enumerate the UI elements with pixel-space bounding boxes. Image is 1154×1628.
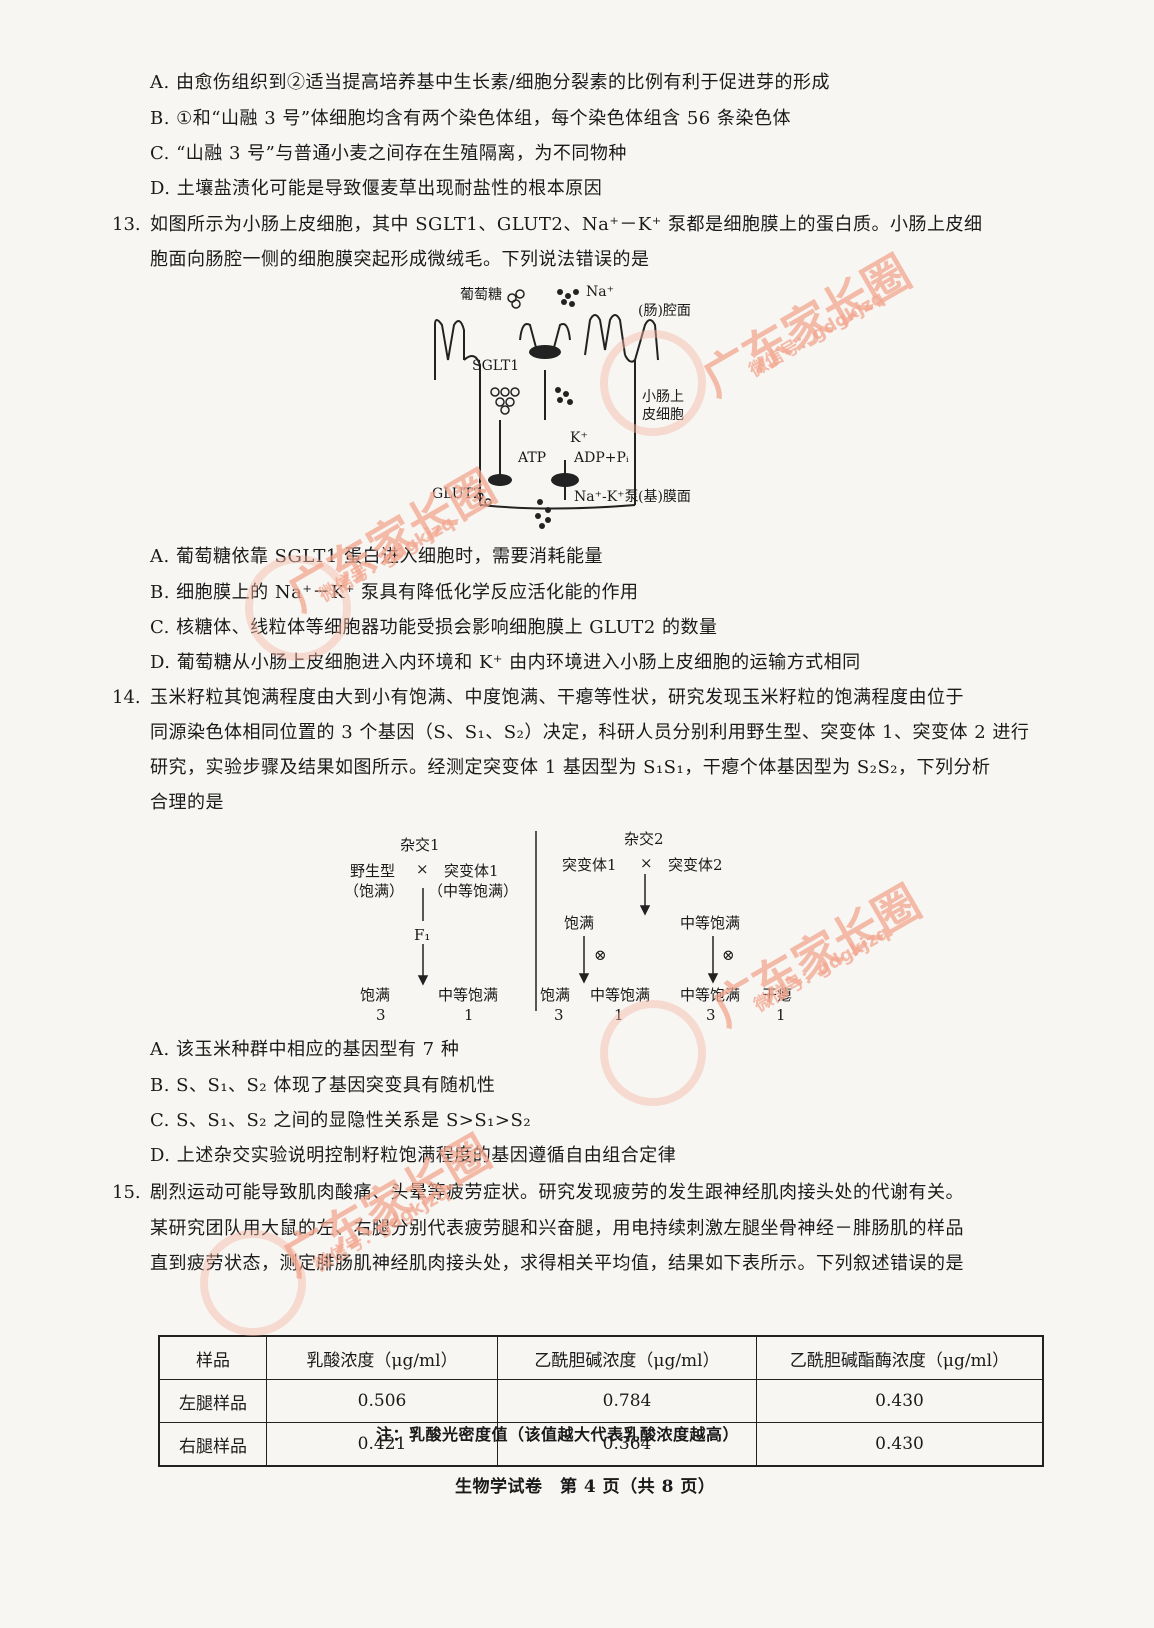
cross2-times: × <box>640 854 653 872</box>
table-cell: 左腿样品 <box>158 1379 267 1423</box>
cross2-result-medium-b: 中等饱满 <box>680 986 741 1004</box>
label-glucose: 葡萄糖 <box>460 287 502 303</box>
table-cell: 右腿样品 <box>158 1422 267 1467</box>
label-glut2: GLUT2 <box>432 486 482 502</box>
q12-option-b: B. ①和“山融 3 号”体细胞均含有两个染色体组，每个染色体组含 56 条染色… <box>150 108 791 129</box>
cross-diagram: 杂交1 杂交2 野生型 × 突变体1 （饱满） （中等饱满） F₁ 饱满 中等饱… <box>340 826 810 1026</box>
q15-number: 15. <box>112 1182 141 1203</box>
cross2-medium: 中等饱满 <box>680 914 741 932</box>
wild-type-phenotype: （饱满） <box>344 882 405 900</box>
table-header-sample: 样品 <box>158 1335 267 1380</box>
table-header-ache: 乙酰胆碱酯酶浓度（μg/ml） <box>756 1335 1044 1380</box>
q14-stem-line4: 合理的是 <box>150 792 224 813</box>
na-ions <box>535 289 579 529</box>
q14-stem-line2: 同源染色体相同位置的 3 个基因（S、S₁、S₂）决定，科研人员分别利用野生型、… <box>150 722 1030 743</box>
cross2-title: 杂交2 <box>624 830 664 848</box>
table-header-ach: 乙酰胆碱浓度（μg/ml） <box>497 1335 757 1380</box>
cross2-self-right: ⊗ <box>722 946 735 964</box>
cross2-full: 饱满 <box>564 914 595 932</box>
q13-stem-line2: 胞面向肠腔一侧的细胞膜突起形成微绒毛。下列说法错误的是 <box>150 249 650 270</box>
table-header-row: 样品 乳酸浓度（μg/ml） 乙酰胆碱浓度（μg/ml） 乙酰胆碱酯酶浓度（μg… <box>158 1335 1044 1380</box>
q14-option-b: B. S、S₁、S₂ 体现了基因突变具有随机性 <box>150 1075 496 1096</box>
mutant1-label: 突变体1 <box>444 862 499 880</box>
q12-option-c: C. “山融 3 号”与普通小麦之间存在生殖隔离，为不同物种 <box>150 143 627 164</box>
label-atp: ATP <box>518 450 547 466</box>
table-note: 注：乳酸光密度值（该值越大代表乳酸浓度越高） <box>376 1425 740 1444</box>
sglt1-protein-shape <box>529 345 561 359</box>
label-basal: (基)膜面 <box>638 489 691 505</box>
cross2-result-dry: 干瘪 <box>762 986 793 1004</box>
watermark-logo <box>200 1230 306 1336</box>
cross2-mutant2: 突变体2 <box>668 856 723 874</box>
q14-option-a: A. 该玉米种群中相应的基因型有 7 种 <box>150 1039 460 1060</box>
cross2-ratio-1b: 1 <box>776 1006 786 1024</box>
label-adp: ADP+Pᵢ <box>574 450 629 466</box>
q13-number: 13. <box>112 214 141 235</box>
wild-type-label: 野生型 <box>350 862 396 880</box>
q14-option-d: D. 上述杂交实验说明控制籽粒饱满程度的基因遵循自由组合定律 <box>150 1145 677 1166</box>
table-cell: 0.364 <box>497 1422 757 1467</box>
label-k: K⁺ <box>570 430 588 446</box>
cross2-ratio-3b: 3 <box>706 1006 716 1024</box>
q13-option-d: D. 葡萄糖从小肠上皮细胞进入内环境和 K⁺ 由内环境进入小肠上皮细胞的运输方式… <box>150 652 861 673</box>
q13-option-b: B. 细胞膜上的 Na⁺－K⁺ 泵具有降低化学反应活化能的作用 <box>150 582 639 603</box>
q15-stem-line3: 直到疲劳状态，测定腓肠肌神经肌肉接头处，求得相关平均值，结果如下表所示。下列叙述… <box>150 1253 964 1274</box>
q15-stem-line1: 剧烈运动可能导致肌肉酸痛、头晕等疲劳症状。研究发现疲劳的发生跟神经肌肉接头处的代… <box>150 1182 964 1203</box>
cross2-mutant1: 突变体1 <box>562 856 617 874</box>
label-lumen: (肠)腔面 <box>638 303 691 319</box>
cross-diagram-lines <box>417 831 719 1011</box>
q14-option-c: C. S、S₁、S₂ 之间的显隐性关系是 S>S₁>S₂ <box>150 1110 532 1131</box>
table-cell: 0.430 <box>756 1379 1044 1423</box>
f1-label: F₁ <box>414 926 431 944</box>
table-row: 左腿样品 0.506 0.784 0.430 <box>158 1379 1044 1423</box>
page-footer: 生物学试卷 第 4 页（共 8 页） <box>455 1477 716 1497</box>
watermark-logo <box>245 555 351 661</box>
cross2-result-medium-a: 中等饱满 <box>590 986 651 1004</box>
watermark-logo <box>600 330 706 436</box>
cross1-title: 杂交1 <box>400 836 440 854</box>
table-cell: 0.506 <box>266 1379 498 1423</box>
table-cell: 0.421 <box>266 1422 498 1467</box>
table-row: 右腿样品 0.421 0.364 0.430 <box>158 1422 1044 1467</box>
q14-stem-line3: 研究，实验步骤及结果如图所示。经测定突变体 1 基因型为 S₁S₁，干瘪个体基因… <box>150 757 991 778</box>
q13-stem-line1: 如图所示为小肠上皮细胞，其中 SGLT1、GLUT2、Na⁺－K⁺ 泵都是细胞膜… <box>150 214 983 235</box>
q12-option-a: A. 由愈伤组织到②适当提高培养基中生长素/细胞分裂素的比例有利于促进芽的形成 <box>150 72 831 93</box>
q15-stem-line2: 某研究团队用大鼠的左、右腿分别代表疲劳腿和兴奋腿，用电持续刺激左腿坐骨神经－腓肠… <box>150 1218 964 1239</box>
table-cell: 0.784 <box>497 1379 757 1423</box>
table-cell: 0.430 <box>756 1422 1044 1467</box>
q13-option-a: A. 葡萄糖依靠 SGLT1 蛋白进入细胞时，需要消耗能量 <box>150 546 604 567</box>
cross2-ratio-3a: 3 <box>554 1006 564 1024</box>
cross1-ratio-3: 3 <box>376 1006 386 1024</box>
q14-stem-line1: 玉米籽粒其饱满程度由大到小有饱满、中度饱满、干瘪等性状，研究发现玉米籽粒的饱满程… <box>150 687 964 708</box>
cross1-full: 饱满 <box>360 986 391 1004</box>
glut2-protein-shape <box>488 474 512 486</box>
label-sglt1: SGLT1 <box>472 358 520 374</box>
label-pump: Na⁺-K⁺泵 <box>574 489 639 505</box>
q14-number: 14. <box>112 687 141 708</box>
cross1-ratio-1: 1 <box>464 1006 474 1024</box>
cross1-times: × <box>416 860 429 878</box>
watermark-logo <box>600 1000 706 1106</box>
q15-data-table: 样品 乳酸浓度（μg/ml） 乙酰胆碱浓度（μg/ml） 乙酰胆碱酯酶浓度（μg… <box>158 1335 1044 1467</box>
cross1-medium: 中等饱满 <box>438 986 499 1004</box>
table-header-lactate: 乳酸浓度（μg/ml） <box>266 1335 498 1380</box>
mutant1-phenotype: （中等饱满） <box>428 882 519 900</box>
q13-option-c: C. 核糖体、线粒体等细胞器功能受损会影响细胞膜上 GLUT2 的数量 <box>150 617 718 638</box>
cross2-result-full: 饱满 <box>540 986 571 1004</box>
glucose-molecules <box>476 289 525 506</box>
label-na: Na⁺ <box>586 284 614 300</box>
cross2-self-left: ⊗ <box>594 946 607 964</box>
q12-option-d: D. 土壤盐渍化可能是导致偃麦草出现耐盐性的根本原因 <box>150 178 603 199</box>
na-k-pump-shape <box>551 473 579 487</box>
